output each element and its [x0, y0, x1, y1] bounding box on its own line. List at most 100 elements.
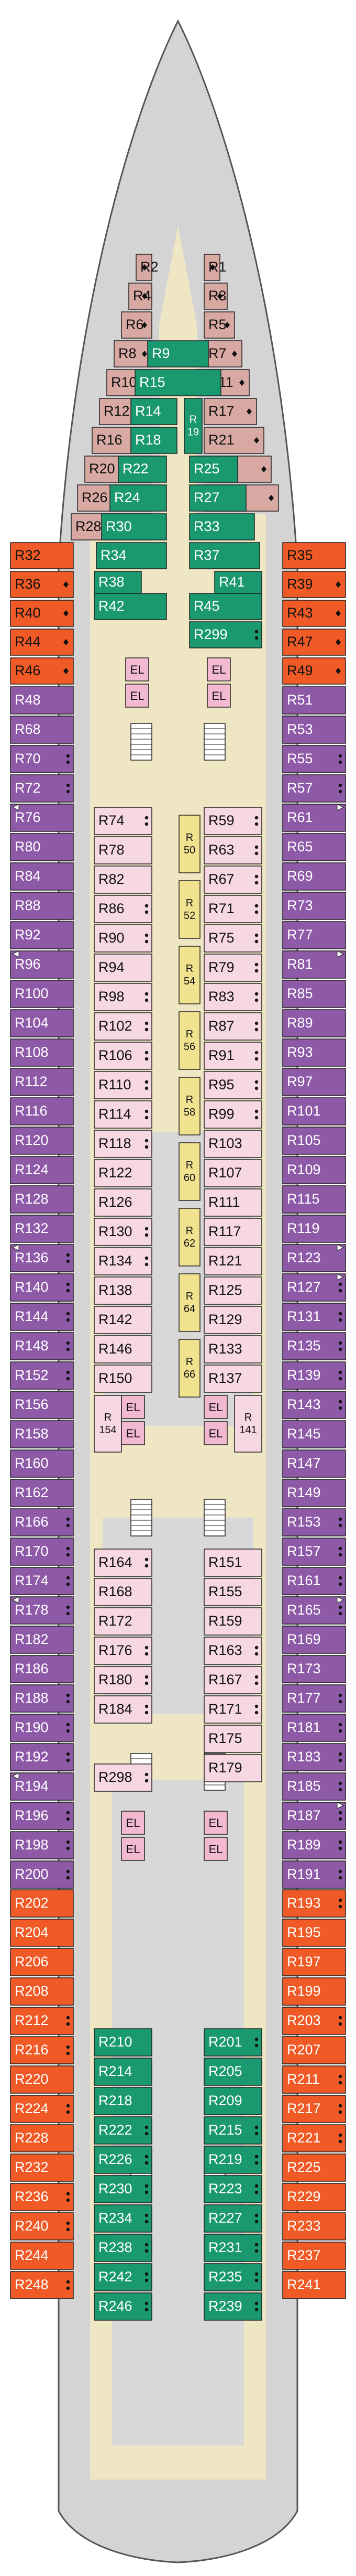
cabin-r156[interactable]: R156	[10, 1391, 74, 1419]
cabin-r230[interactable]: R230	[94, 2175, 152, 2203]
cabin-r132[interactable]: R132	[10, 1215, 74, 1243]
cabin-r86[interactable]: R86	[94, 895, 152, 923]
cabin-r2[interactable]: R2	[136, 254, 159, 281]
cabin-r94[interactable]: R94	[94, 954, 152, 982]
cabin-r161[interactable]: R161	[282, 1567, 346, 1595]
cabin-r129[interactable]: R129	[204, 1306, 262, 1334]
cabin-r140[interactable]: R140	[10, 1273, 74, 1302]
cabin-r209[interactable]: R209	[204, 2087, 262, 2115]
cabin-r81[interactable]: R81	[282, 950, 346, 979]
cabin-r35[interactable]: R35	[282, 542, 346, 569]
cabin-r108[interactable]: R108	[10, 1038, 74, 1067]
cabin-r6[interactable]: R6	[121, 311, 152, 339]
cabin-r159[interactable]: R159	[204, 1607, 262, 1636]
cabin-r186[interactable]: R186	[10, 1655, 74, 1683]
cabin-r177[interactable]: R177	[282, 1684, 346, 1713]
cabin-r33[interactable]: R33	[189, 513, 255, 540]
cabin-r231[interactable]: R231	[204, 2234, 262, 2262]
cabin-r162[interactable]: R162	[10, 1479, 74, 1507]
cabin-r194[interactable]: R194	[10, 1772, 74, 1801]
cabin-r17[interactable]: R17	[204, 398, 257, 425]
cabin-r133[interactable]: R133	[204, 1335, 262, 1363]
cabin-r34[interactable]: R34	[96, 542, 167, 569]
cabin-r215[interactable]: R215	[204, 2116, 262, 2145]
cabin-r57[interactable]: R57	[282, 774, 346, 803]
cabin-r236[interactable]: R236	[10, 2183, 74, 2211]
cabin-r5[interactable]: R5	[204, 311, 235, 339]
cabin-r72[interactable]: R72	[10, 774, 74, 803]
cabin-r104[interactable]: R104	[10, 1009, 74, 1037]
cabin-r89[interactable]: R89	[282, 1009, 346, 1037]
cabin-r25[interactable]: R25	[189, 456, 238, 483]
cabin-r152[interactable]: R152	[10, 1361, 74, 1390]
cabin-r160[interactable]: R160	[10, 1449, 74, 1478]
cabin-r239[interactable]: R239	[204, 2292, 262, 2321]
cabin-r88[interactable]: R88	[10, 892, 74, 920]
cabin-r110[interactable]: R110	[94, 1071, 152, 1099]
cabin-r22[interactable]: R22	[118, 456, 167, 483]
cabin-r204[interactable]: R204	[10, 1919, 74, 1947]
cabin-r146[interactable]: R146	[94, 1335, 152, 1363]
cabin-r229[interactable]: R229	[282, 2183, 346, 2211]
cabin-r95[interactable]: R95	[204, 1071, 262, 1099]
cabin-r164[interactable]: R164	[94, 1549, 152, 1577]
cabin-r27[interactable]: R27	[189, 484, 247, 512]
cabin-r90[interactable]: R90	[94, 924, 152, 953]
cabin-r216[interactable]: R216	[10, 2036, 74, 2064]
cabin-r48[interactable]: R48	[10, 686, 74, 715]
cabin-r64[interactable]: R64	[179, 1273, 201, 1332]
cabin-r188[interactable]: R188	[10, 1684, 74, 1713]
cabin-r163[interactable]: R163	[204, 1637, 262, 1665]
cabin-r59[interactable]: R59	[204, 807, 262, 835]
cabin-r98[interactable]: R98	[94, 983, 152, 1011]
cabin-r109[interactable]: R109	[282, 1156, 346, 1184]
cabin-r44[interactable]: R44	[10, 629, 74, 656]
cabin-r226[interactable]: R226	[94, 2146, 152, 2174]
cabin-r225[interactable]: R225	[282, 2153, 346, 2182]
cabin-r184[interactable]: R184	[94, 1695, 152, 1724]
cabin-r171[interactable]: R171	[204, 1695, 262, 1724]
cabin-r211[interactable]: R211	[282, 2065, 346, 2094]
cabin-r238[interactable]: R238	[94, 2234, 152, 2262]
cabin-r155[interactable]: R155	[204, 1578, 262, 1606]
cabin-r55[interactable]: R55	[282, 745, 346, 773]
cabin-r219[interactable]: R219	[204, 2146, 262, 2174]
cabin-r99[interactable]: R99	[204, 1100, 262, 1129]
cabin-r125[interactable]: R125	[204, 1276, 262, 1305]
cabin-r153[interactable]: R153	[282, 1508, 346, 1536]
cabin-r138[interactable]: R138	[94, 1276, 152, 1305]
cabin-r61[interactable]: R61	[282, 804, 346, 832]
cabin-r143[interactable]: R143	[282, 1391, 346, 1419]
cabin-r149[interactable]: R149	[282, 1479, 346, 1507]
cabin-r222[interactable]: R222	[94, 2116, 152, 2145]
cabin-r66[interactable]: R66	[179, 1339, 201, 1398]
cabin-r68[interactable]: R68	[10, 716, 74, 744]
cabin-r40[interactable]: R40	[10, 600, 74, 627]
cabin-r115[interactable]: R115	[282, 1185, 346, 1214]
cabin-r183[interactable]: R183	[282, 1743, 346, 1771]
cabin-r223[interactable]: R223	[204, 2175, 262, 2203]
cabin-r123[interactable]: R123	[282, 1244, 346, 1272]
cabin-r111[interactable]: R111	[204, 1188, 262, 1217]
cabin-r248[interactable]: R248	[10, 2271, 74, 2299]
cabin-r178[interactable]: R178	[10, 1596, 74, 1625]
cabin-r77[interactable]: R77	[282, 921, 346, 949]
cabin-r67[interactable]: R67	[204, 865, 262, 894]
cabin-r24[interactable]: R24	[109, 484, 167, 512]
cabin-r175[interactable]: R175	[204, 1725, 262, 1753]
cabin-r147[interactable]: R147	[282, 1449, 346, 1478]
cabin-r30[interactable]: R30	[101, 513, 167, 540]
cabin-r166[interactable]: R166	[10, 1508, 74, 1536]
cabin-r240[interactable]: R240	[10, 2212, 74, 2241]
cabin-r135[interactable]: R135	[282, 1332, 346, 1360]
cabin-r202[interactable]: R202	[10, 1889, 74, 1918]
cabin-r41[interactable]: R41	[214, 571, 262, 594]
cabin-r49[interactable]: R49	[282, 657, 346, 685]
cabin-r180[interactable]: R180	[94, 1666, 152, 1694]
cabin-r15[interactable]: R15	[135, 369, 221, 396]
cabin-r148[interactable]: R148	[10, 1332, 74, 1360]
cabin-r232[interactable]: R232	[10, 2153, 74, 2182]
cabin-r32[interactable]: R32	[10, 542, 74, 569]
cabin-r60[interactable]: R60	[179, 1142, 201, 1201]
cabin-r151[interactable]: R151	[204, 1549, 262, 1577]
